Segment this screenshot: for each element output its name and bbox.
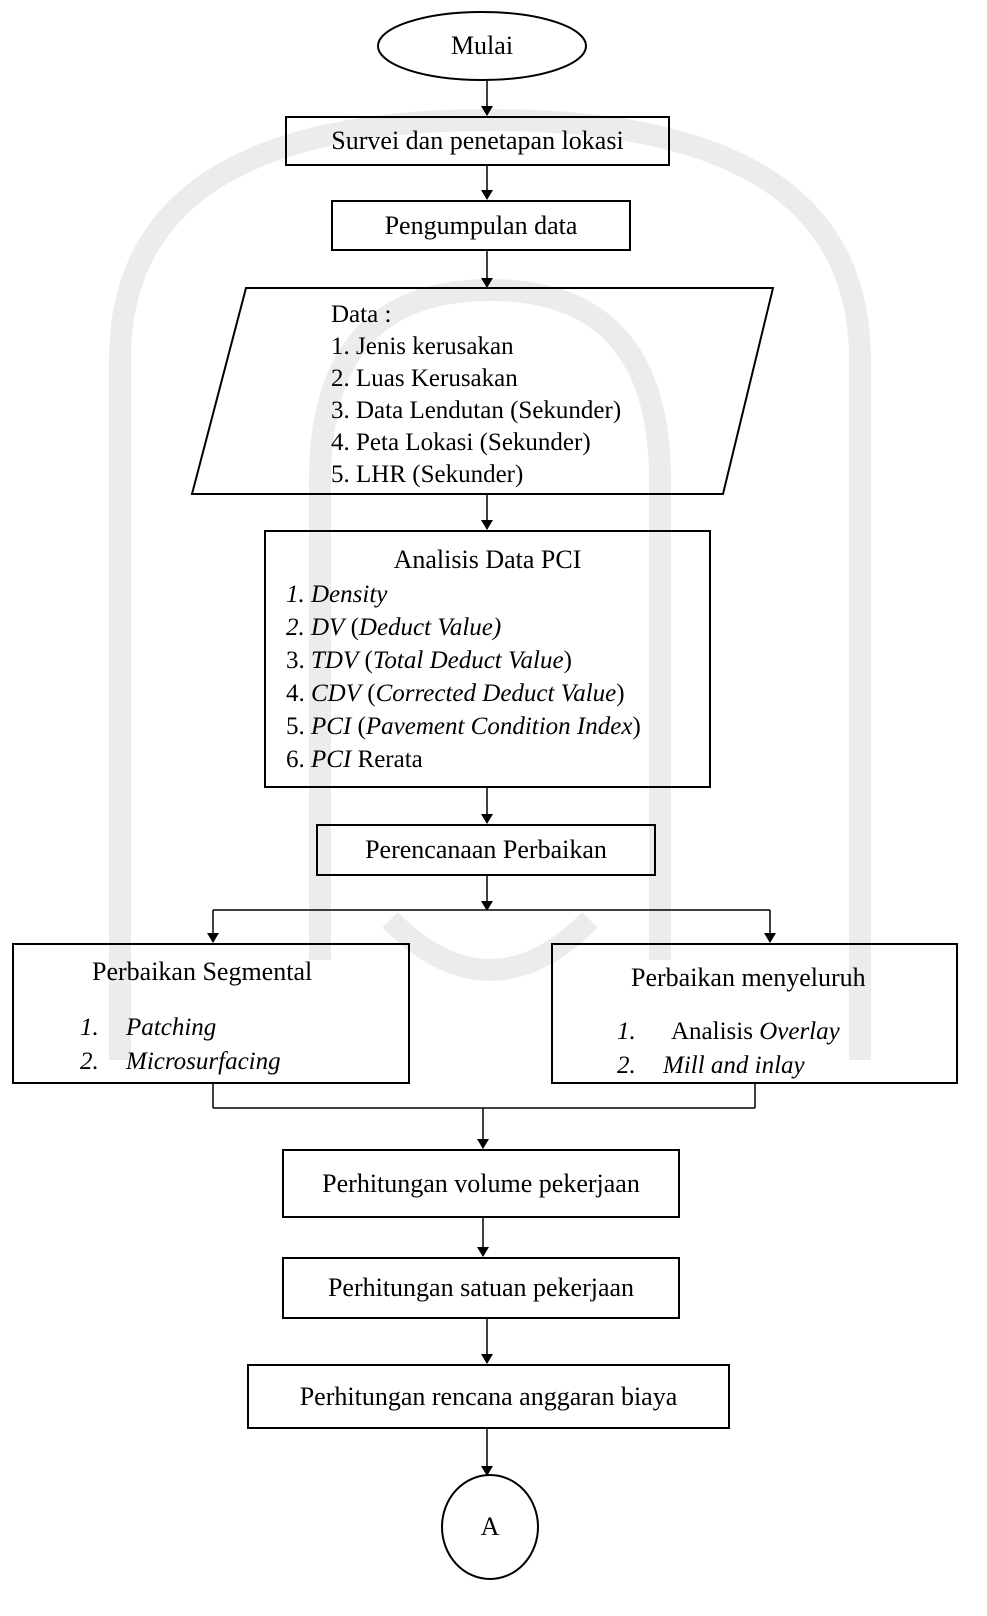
menyeluruh-item-italic: Overlay: [759, 1018, 840, 1045]
analisis-item: 5. PCI (Pavement Condition Index): [286, 710, 709, 743]
menyeluruh-item-number: 2.: [617, 1052, 636, 1079]
analisis-item-abbrev: CDV: [311, 680, 361, 707]
analisis-item-plain: (: [351, 713, 366, 740]
analisis-item: 1. Density: [286, 578, 709, 611]
menyeluruh-item: 1. Analisis Overlay: [617, 1015, 840, 1048]
survei-box: Survei dan penetapan lokasi: [285, 116, 670, 166]
pengumpulan-box: Pengumpulan data: [331, 200, 631, 251]
connector-a: A: [442, 1475, 538, 1579]
data-input-text: Data : 1. Jenis kerusakan 2. Luas Kerusa…: [331, 299, 621, 491]
perencanaan-label: Perencanaan Perbaikan: [365, 835, 607, 864]
satuan-box: Perhitungan satuan pekerjaan: [282, 1257, 680, 1319]
analisis-item-plain: (: [361, 680, 376, 707]
analisis-item-number: 2.: [286, 614, 311, 641]
analisis-item: 3. TDV (Total Deduct Value): [286, 644, 709, 677]
analisis-item-abbrev: DV: [311, 614, 345, 641]
analisis-item-plain: (: [344, 614, 359, 641]
analisis-item-full: Corrected Deduct Value: [375, 680, 617, 707]
menyeluruh-item: 2. Mill and inlay: [617, 1049, 805, 1082]
segmental-item-number: 1.: [80, 1014, 99, 1041]
data-input-item: 5. LHR (Sekunder): [331, 461, 524, 488]
segmental-item: 2. Microsurfacing: [80, 1045, 281, 1078]
analisis-item-number: 4.: [286, 680, 311, 707]
rab-box: Perhitungan rencana anggaran biaya: [247, 1364, 730, 1429]
analisis-item: 4. CDV (Corrected Deduct Value): [286, 677, 709, 710]
pengumpulan-label: Pengumpulan data: [384, 210, 578, 240]
analisis-item-number: 6.: [286, 746, 311, 773]
analisis-item-abbrev: PCI: [311, 746, 352, 773]
perencanaan-box: Perencanaan Perbaikan: [316, 824, 656, 876]
segmental-item-number: 2.: [80, 1048, 99, 1075]
menyeluruh-item-italic: Mill and inlay: [663, 1052, 805, 1079]
connector-a-shape: [441, 1474, 539, 1580]
menyeluruh-title: Perbaikan menyeluruh: [631, 963, 866, 992]
volume-box: Perhitungan volume pekerjaan: [282, 1149, 680, 1218]
analisis-item-number: 3.: [286, 647, 311, 674]
start-terminal: Mulai: [378, 12, 586, 80]
analisis-item-abbrev: Density: [311, 581, 388, 608]
data-input-item: 4. Peta Lokasi (Sekunder): [331, 429, 591, 456]
data-input-item: 2. Luas Kerusakan: [331, 365, 518, 392]
analisis-item-abbrev: TDV: [311, 647, 359, 674]
data-input-item: 3. Data Lendutan (Sekunder): [331, 397, 622, 424]
analisis-item-number: 1.: [286, 581, 311, 608]
data-input-item: 1. Jenis kerusakan: [331, 333, 514, 360]
data-input-title: Data :: [331, 301, 392, 328]
satuan-label: Perhitungan satuan pekerjaan: [327, 1273, 635, 1302]
analisis-item-plain: (: [358, 647, 373, 674]
analisis-item-full: Pavement Condition Index: [365, 713, 633, 740]
menyeluruh-item-number: 1.: [617, 1018, 636, 1045]
connector-a-label: A: [480, 1512, 500, 1541]
rab-label: Perhitungan rencana anggaran biaya: [299, 1381, 678, 1411]
survei-label: Survei dan penetapan lokasi: [331, 126, 624, 155]
analisis-item-abbrev: PCI: [311, 713, 352, 740]
segmental-title: Perbaikan Segmental: [92, 957, 313, 986]
analisis-item-suffix: ): [616, 680, 625, 707]
menyeluruh-item-plain: Analisis: [671, 1018, 760, 1045]
analisis-item-number: 5.: [286, 713, 311, 740]
analisis-title: Analisis Data PCI: [393, 545, 582, 574]
segmental-item-text: Microsurfacing: [126, 1048, 281, 1075]
analisis-item-full: Deduct Value): [358, 614, 502, 641]
analisis-item-suffix: ): [563, 647, 572, 674]
segmental-box: Perbaikan Segmental 1. Patching 2. Microsu…: [12, 943, 410, 1084]
start-terminal-shape: [377, 11, 587, 81]
analisis-item-plain: Rerata: [351, 746, 423, 773]
analisis-item: 6. PCI Rerata: [286, 743, 709, 776]
data-input-parallelogram: [190, 287, 775, 495]
segmental-item-text: Patching: [126, 1014, 217, 1041]
analisis-item-suffix: ): [632, 713, 641, 740]
menyeluruh-box: Perbaikan menyeluruh 1.Analisis Overlay …: [551, 943, 958, 1084]
start-label: Mulai: [450, 31, 514, 60]
segmental-item: 1. Patching: [80, 1011, 216, 1044]
volume-label: Perhitungan volume pekerjaan: [322, 1168, 640, 1198]
analisis-item: 2. DV (Deduct Value): [286, 611, 709, 644]
analisis-item-full: Total Deduct Value: [372, 647, 564, 674]
university-seal-watermark: [109, 108, 871, 1060]
